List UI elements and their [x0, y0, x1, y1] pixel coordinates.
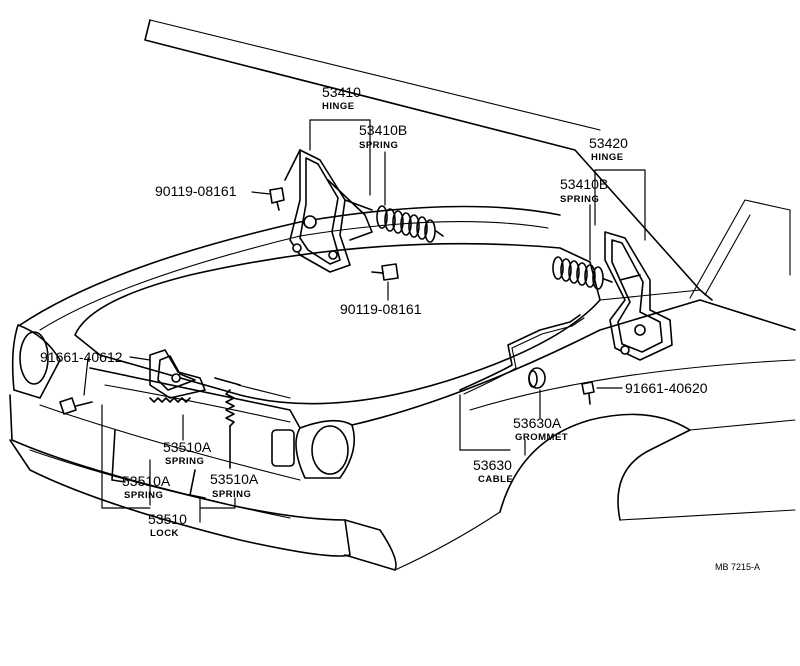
front-bumper: [9, 394, 351, 557]
left-hood-hinge: [284, 149, 373, 273]
fender-front-edge: [344, 519, 397, 571]
grille-panel: [89, 367, 301, 429]
grommet-name: GROMMET: [515, 432, 568, 443]
grommet: [528, 367, 546, 389]
windshield: [689, 199, 791, 299]
lock-spring-vertical: [225, 389, 235, 469]
right-hood-hinge: [604, 231, 673, 361]
bolt-fender-part-number: 91661-40620: [625, 380, 708, 396]
hood-top-edge: [149, 19, 601, 131]
left-hinge-spring: [376, 205, 444, 243]
wheel-arch: [499, 413, 691, 521]
lock-spring-2-part-number: 53510A: [122, 473, 171, 489]
lock-spring-3-name: SPRING: [212, 489, 251, 500]
spring-left-name: SPRING: [359, 140, 398, 151]
drawing-reference: MB 7215-A: [715, 562, 760, 572]
bolt-91661-40612: [59, 397, 93, 415]
bolt-91661-40620: [581, 381, 595, 405]
hood-opening-edge: [19, 205, 561, 326]
left-headlamp-housing: [11, 324, 61, 399]
lock-spring-2-name: SPRING: [124, 490, 163, 501]
left-headlamp: [19, 331, 49, 385]
door-line: [689, 419, 796, 431]
grommet-part-number: 53630A: [513, 415, 562, 431]
spring-left-part-number: 53410B: [359, 122, 407, 138]
bolt-upper-part-number: 90119-08161: [155, 183, 237, 199]
rocker-line: [619, 509, 796, 521]
lock-spring-1-name: SPRING: [165, 456, 204, 467]
grille-line: [104, 384, 291, 423]
leader-lines: [83, 119, 646, 523]
windshield-inner: [704, 214, 751, 296]
hood-panel: [144, 19, 713, 301]
release-cable: [237, 314, 585, 399]
engine-bay-opening: [74, 242, 601, 405]
bolt-front-part-number: 91661-40612: [40, 349, 123, 365]
hinge-right-name: HINGE: [591, 152, 624, 163]
hinge-left-name: HINGE: [322, 101, 355, 112]
spring-right-part-number: 53410B: [560, 176, 608, 192]
lock-spring-coil: [149, 397, 191, 403]
bolt-90119-lower: [371, 263, 399, 281]
cable-name: CABLE: [478, 474, 513, 485]
lock-part-number: 53510: [148, 511, 187, 527]
right-headlamp-housing: [295, 419, 356, 479]
callouts: 53410 HINGE 53410B SPRING 90119-08161 90…: [40, 84, 760, 572]
hinge-left-part-number: 53410: [322, 84, 361, 100]
bumper-line-2: [29, 449, 291, 519]
side-marker-lamp: [271, 429, 295, 467]
right-hinge-spring: [552, 256, 613, 290]
lock-name: LOCK: [150, 528, 179, 539]
cable-part-number: 53630: [473, 457, 512, 473]
hood-lock: [149, 349, 241, 399]
fender-belt-line: [469, 359, 796, 411]
fender-lower-line: [394, 511, 501, 571]
lock-spring-3-part-number: 53510A: [210, 471, 259, 487]
right-headlamp: [311, 425, 349, 475]
lock-spring-1-part-number: 53510A: [163, 439, 212, 455]
bolt-90119-upper: [269, 187, 285, 211]
hinge-right-part-number: 53420: [589, 135, 628, 151]
bolt-lower-part-number: 90119-08161: [340, 301, 422, 317]
lock-spring-clips: [111, 429, 206, 499]
spring-right-name: SPRING: [560, 194, 599, 205]
right-fender: [351, 299, 796, 426]
